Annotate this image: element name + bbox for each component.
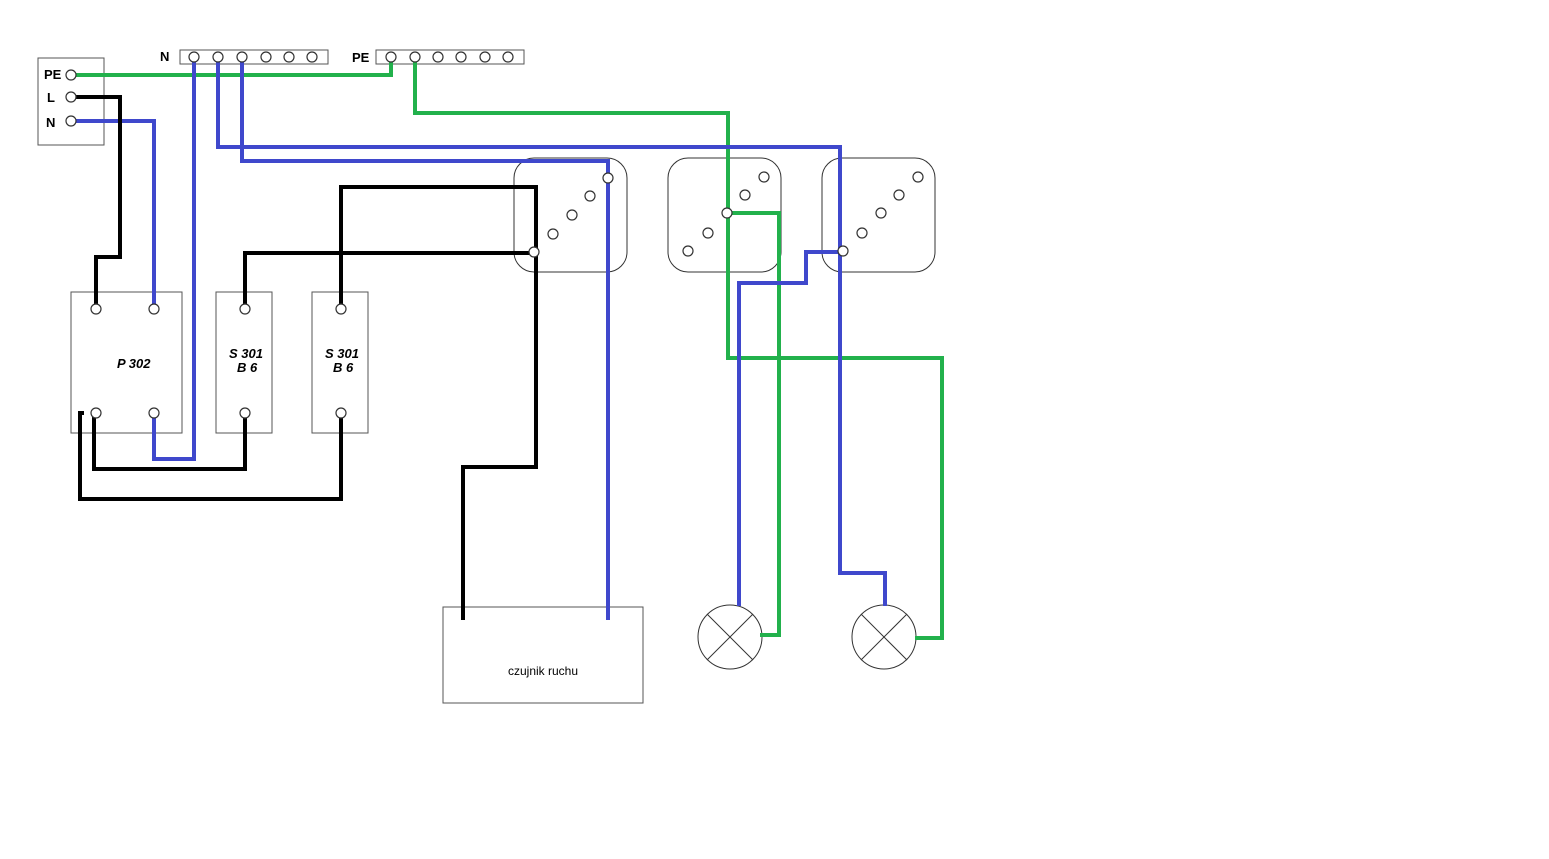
pe-supply-wire [71,57,393,77]
n-busbar-to-sensor-wire [240,57,610,620]
s301-breaker-1-rating: B 6 [237,360,258,375]
l-supply-to-p302-wire [71,95,122,309]
s301-breaker-2-type: S 301 [325,346,359,361]
neutral-busbar-label: N [160,49,169,64]
l-s301-2-to-sensor-wire [339,185,538,620]
s301-breaker-2-terminals [335,303,347,419]
s301-breaker-2-rating: B 6 [333,360,354,375]
p302-terminals [90,303,160,419]
s301-breaker-1-type: S 301 [229,346,263,361]
pe-lamp-2-wire [726,213,944,640]
lamp-2 [851,604,917,670]
switch-box-1-terminals [528,172,614,258]
pe-busbar-terminals [385,51,514,63]
lamp-1 [697,604,763,670]
p302-label: P 302 [117,356,151,371]
n-lamp-1-wire [737,250,843,606]
pe-busbar-label: PE [352,50,370,65]
supply-pe-label: PE [44,67,62,82]
supply-n-label: N [46,115,55,130]
n-busbar-to-lamp-2-wire [216,57,887,606]
pe-lamp-1-wire [413,57,781,637]
motion-sensor-label: czujnik ruchu [508,664,578,678]
motion-sensor: czujnik ruchu [442,606,644,704]
supply-n-terminal [65,115,77,127]
supply-pe-terminal [65,69,77,81]
n-supply-to-p302-wire [71,119,156,309]
n-p302-to-busbar-wire [152,57,196,461]
switch-box-3-terminals [837,171,924,257]
l-s301-1-to-switch-wire [243,251,534,309]
supply-l-terminal [65,91,77,103]
neutral-busbar-terminals [188,51,318,63]
supply-l-label: L [47,90,55,105]
p302-main-switch: P 302 [70,291,183,434]
s301-breaker-1-terminals [239,303,251,419]
l-p302-to-s301-2-wire [78,411,343,501]
switch-box-2-terminals [682,171,770,257]
